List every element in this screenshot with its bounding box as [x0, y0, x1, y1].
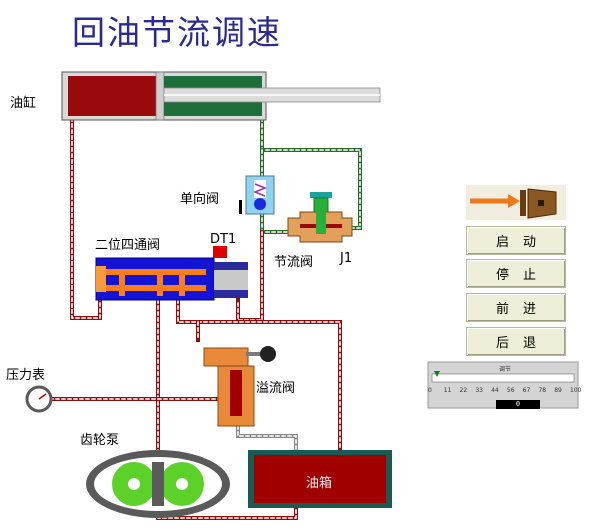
pressure-gauge-icon	[25, 385, 53, 413]
back-button[interactable]: 后退	[466, 327, 566, 356]
slider-tick-label: 44	[491, 387, 499, 394]
label-cylinder: 油缸	[10, 96, 37, 111]
hydraulic-cylinder	[61, 71, 381, 121]
label-tank: 油箱	[306, 476, 333, 491]
slider-tick-label: 33	[475, 387, 483, 394]
slider-tick-label: 67	[522, 387, 531, 394]
slider-tick-label: 100	[570, 387, 582, 394]
start-button[interactable]: 启动	[466, 226, 566, 255]
gear-pump-symbol	[86, 450, 230, 518]
slider-tick-label: 78	[538, 387, 547, 394]
slider-value: 0	[496, 400, 540, 409]
speed-slider-track[interactable]	[432, 374, 574, 386]
label-dt1: DT1	[210, 232, 237, 247]
stop-button[interactable]: 停止	[466, 259, 566, 288]
label-j1: J1	[340, 251, 353, 266]
forward-button[interactable]: 前进	[466, 293, 566, 322]
slider-ticks: 0 11 22 33 44 56 67 78 89 100	[428, 386, 581, 396]
page-title: 回油节流调速	[72, 13, 282, 52]
four-way-valve-symbol	[95, 246, 248, 301]
label-throttle-valve: 节流阀	[274, 255, 314, 270]
label-pressure-gauge: 压力表	[6, 368, 46, 383]
slider-tick-label: 0	[428, 387, 432, 394]
label-relief-valve: 溢流阀	[256, 381, 296, 396]
slider-tick-label: 22	[459, 387, 468, 394]
relief-valve-symbol	[203, 346, 276, 427]
slider-tick-label: 89	[554, 387, 562, 394]
throttle-valve-symbol	[287, 192, 353, 243]
slider-caption: 调节	[499, 366, 512, 373]
label-four-way-valve: 二位四通阀	[95, 238, 161, 253]
label-gear-pump: 齿轮泵	[80, 433, 120, 448]
check-valve-symbol	[239, 175, 275, 215]
slider-tick-label: 11	[443, 387, 452, 394]
oil-tank	[248, 450, 392, 508]
label-check-valve: 单向阀	[180, 192, 220, 207]
door-arrow-icon	[466, 185, 566, 220]
pipe-left-port	[70, 116, 102, 320]
slider-tick-label: 56	[506, 387, 515, 394]
